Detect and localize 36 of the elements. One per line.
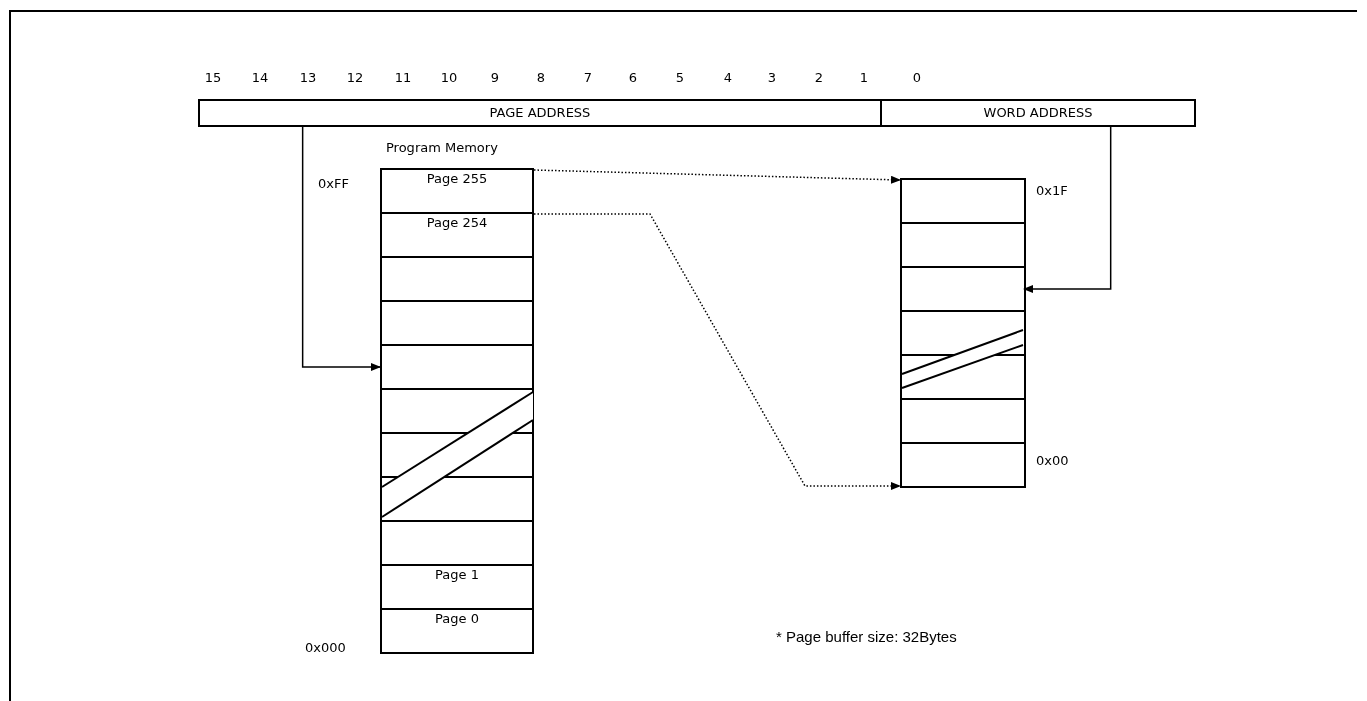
memory-row: [380, 520, 534, 566]
arrow: [533, 169, 901, 184]
memory-row: Page 254: [380, 212, 534, 258]
memory-row: Page 1: [380, 564, 534, 610]
address-label: 0x000: [305, 640, 346, 655]
memory-row: [380, 300, 534, 346]
arrow: [533, 213, 901, 490]
bit-number: 6: [628, 70, 638, 85]
column-heading: Program Memory: [386, 140, 498, 155]
bit-number: 15: [204, 70, 222, 85]
address-label: 0xFF: [318, 176, 349, 191]
arrow: [1023, 126, 1112, 293]
bit-number: 3: [767, 70, 777, 85]
bit-number: 12: [346, 70, 364, 85]
bit-field: WORD ADDRESS: [880, 99, 1196, 127]
bit-number: 7: [583, 70, 593, 85]
bit-number: 1: [859, 70, 869, 85]
bit-number: 11: [394, 70, 412, 85]
memory-row: Page 255: [380, 168, 534, 214]
bit-number: 10: [440, 70, 458, 85]
memory-row: [380, 256, 534, 302]
memory-row: Page 0: [380, 608, 534, 654]
bit-number: 8: [536, 70, 546, 85]
footnote: * Page buffer size: 32Bytes: [776, 628, 957, 645]
arrow: [301, 126, 381, 371]
bit-number: 0: [912, 70, 922, 85]
bit-number: 2: [814, 70, 824, 85]
bit-number: 14: [251, 70, 269, 85]
bit-number: 4: [723, 70, 733, 85]
address-label: 0x00: [1036, 453, 1069, 468]
address-label: 0x1F: [1036, 183, 1068, 198]
bit-number: 13: [299, 70, 317, 85]
bit-field: PAGE ADDRESS: [198, 99, 882, 127]
memory-row: [380, 344, 534, 390]
bit-number: 5: [675, 70, 685, 85]
bit-number: 9: [490, 70, 500, 85]
